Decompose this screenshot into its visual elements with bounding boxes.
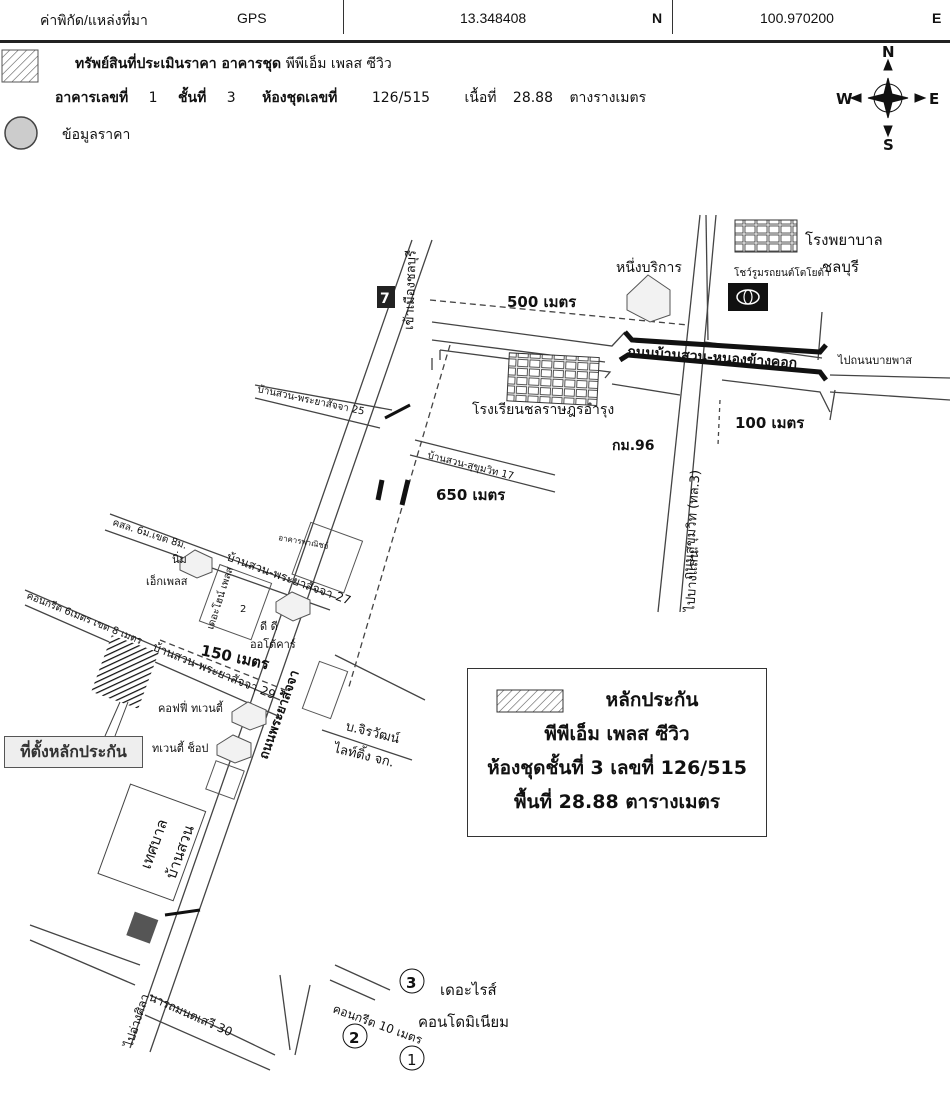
svg-text:เดอะโฮน์ เพลส: เดอะโฮน์ เพลส: [203, 565, 235, 631]
svg-text:คอฟฟี่ ทเวนตี้: คอฟฟี่ ทเวนตี้: [158, 700, 224, 715]
svg-text:ดี ดี: ดี ดี: [260, 620, 278, 633]
house-icon: [231, 701, 267, 731]
svg-text:โรงพยาบาล: โรงพยาบาล: [805, 231, 883, 249]
hospital-building-icon: [734, 219, 798, 253]
svg-text:หนึ่งบริการ: หนึ่งบริการ: [616, 258, 682, 276]
svg-text:2: 2: [240, 604, 246, 615]
building-label: อาคารเลขที่: [55, 90, 129, 106]
svg-text:เดอะไรส์: เดอะไรส์: [440, 981, 497, 999]
legend-unit: ห้องชุดชั้นที่ 3 เลขที่ 126/515: [487, 757, 747, 779]
collateral-hatch-swatch: [496, 689, 564, 713]
svg-text:คอนโดมิเนียม: คอนโดมิเนียม: [418, 1013, 509, 1031]
svg-text:เข้าเมืองชลบุรี: เข้าเมืองชลบุรี: [401, 250, 420, 330]
latitude-value: 13.348408: [460, 10, 527, 26]
svg-text:นารถมนตเสวี 30: นารถมนตเสวี 30: [147, 990, 235, 1039]
price-data-label: ข้อมูลราคา: [62, 127, 131, 143]
svg-text:ออโต้คาร์: ออโต้คาร์: [250, 637, 296, 651]
longitude-value: 100.970200: [760, 10, 834, 26]
unit-no: 126/515: [371, 90, 431, 106]
collateral-legend-box: หลักประกัน พีพีเอ็ม เพลส ซีวิว ห้องชุดชั…: [467, 668, 767, 837]
svg-text:โชว์รูมรถยนต์โตโยต้า: โชว์รูมรถยนต์โตโยต้า: [734, 266, 830, 279]
coordinate-header: ค่าพิกัด/แหล่งที่มา GPS 13.348408 N 100.…: [0, 0, 950, 43]
unit-label: ห้องชุดเลขที่: [262, 90, 338, 106]
seven-eleven-icon: [377, 286, 395, 308]
legend-name: พีพีเอ็ม เพลส ซีวิว: [544, 723, 690, 745]
divider: [343, 0, 344, 34]
svg-text:โรงเรียนชลราษฎรอำรุง: โรงเรียนชลราษฎรอำรุง: [472, 401, 614, 418]
svg-text:เอ็กเพลส: เอ็กเพลส: [146, 574, 188, 588]
house-icon: [626, 274, 671, 323]
subject-title: ทรัพย์สินที่ประเมินราคา อาคารชุด: [75, 56, 282, 72]
compass-w: W: [836, 90, 853, 108]
svg-text:บ้านสวน-พระยาสัจจา 25: บ้านสวน-พระยาสัจจา 25: [256, 383, 365, 417]
price-data-swatch: [4, 116, 38, 150]
longitude-dir: E: [932, 10, 942, 26]
bank-icon: [126, 911, 159, 944]
svg-text:คอนกรีต 6เมตร เขต 8 เมตร: คอนกรีต 6เมตร เขต 8 เมตร: [25, 590, 144, 648]
school-building-icon: [506, 352, 600, 407]
house-icons: [179, 274, 671, 764]
area-value: 28.88: [512, 90, 554, 106]
compass-s: S: [883, 136, 894, 154]
svg-text:7: 7: [380, 291, 390, 307]
svg-text:ชลบุรี: ชลบุรี: [822, 258, 859, 277]
road-lines: [24, 214, 950, 1071]
house-icon: [275, 591, 311, 622]
marker-3: 3: [406, 974, 416, 992]
marker-2: 2: [349, 1029, 359, 1047]
compass-n: N: [882, 43, 895, 61]
svg-text:นิ่ม: นิ่ม: [172, 551, 187, 566]
subject-legend: ทรัพย์สินที่ประเมินราคา อาคารชุด พีพีเอ็…: [75, 53, 392, 75]
coord-label: ค่าพิกัด/แหล่งที่มา: [40, 12, 148, 28]
svg-text:ทเวนตี้ ช็อป: ทเวนตี้ ช็อป: [152, 740, 208, 755]
svg-text:ไปถนนบายพาส: ไปถนนบายพาส: [837, 354, 912, 367]
svg-text:500 เมตร: 500 เมตร: [507, 293, 577, 311]
latitude-dir: N: [652, 10, 663, 26]
building-no: 1: [148, 90, 158, 106]
svg-text:ไปบางแสน: ไปบางแสน: [682, 549, 702, 613]
svg-text:บ.จิรวัฒน์: บ.จิรวัฒน์: [344, 718, 401, 747]
svg-text:อาคารพาณิชย์: อาคารพาณิชย์: [278, 532, 330, 551]
coord-source: GPS: [237, 10, 267, 26]
subject-parcel: [91, 635, 159, 709]
compass-icon: [849, 58, 927, 138]
compass-e: E: [929, 90, 939, 108]
svg-text:100 เมตร: 100 เมตร: [735, 414, 805, 432]
svg-text:กม.96: กม.96: [612, 438, 655, 454]
house-icon: [216, 734, 252, 764]
area-unit: ตางรางเมตร: [569, 90, 647, 106]
municipality-building: [97, 783, 207, 902]
svg-text:650 เมตร: 650 เมตร: [436, 486, 506, 504]
floor-label: ชั้นที่: [178, 90, 207, 106]
svg-text:คสล. 6ม.เขต 8ม.: คสล. 6ม.เขต 8ม.: [111, 517, 188, 551]
legend-area: พื้นที่ 28.88 ตารางเมตร: [513, 791, 721, 813]
area-label: เนื้อที่: [464, 90, 497, 106]
marker-1: 1: [407, 1051, 417, 1069]
toyota-icon: [728, 283, 768, 311]
floor-no: 3: [226, 90, 236, 106]
commercial-rows: [198, 521, 364, 800]
numbered-markers: [342, 968, 425, 1071]
collateral-location-label: ที่ตั้งหลักประกัน: [4, 736, 143, 768]
unit-details: อาคารเลขที่ 1 ชั้นที่ 3 ห้องชุดเลขที่ 12…: [55, 87, 646, 109]
hatch-legend-swatch: [1, 49, 39, 83]
subject-name: พีพีเอ็ม เพลส ซีวิว: [285, 56, 392, 72]
divider: [672, 0, 673, 34]
house-icon: [179, 549, 213, 579]
legend-title: หลักประกัน: [605, 689, 699, 711]
